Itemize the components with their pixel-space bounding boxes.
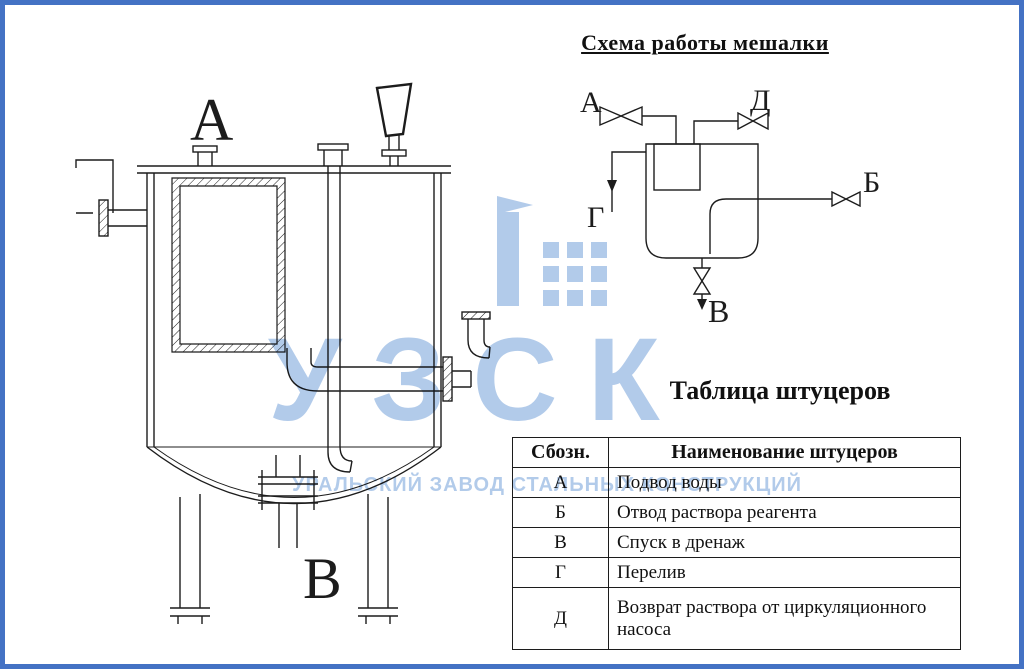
fitting-code: А: [512, 467, 609, 498]
side-nozzle-left: [98, 199, 147, 237]
table-row: А Подвод воды: [512, 467, 961, 498]
fitting-code: В: [512, 527, 609, 558]
fitting-code: Д: [512, 587, 609, 650]
vessel-body: [137, 165, 451, 505]
top-nozzle-middle: [317, 143, 349, 166]
fittings-table: Сбозн. Наименование штуцеров А Подвод во…: [512, 437, 961, 650]
schematic-label-d: Д: [750, 84, 770, 117]
drawing-labels: А В А Д Б Г В: [190, 84, 880, 611]
inner-jacket: [171, 177, 286, 353]
top-cone-fitting: [375, 82, 413, 166]
fitting-name: Подвод воды: [608, 467, 961, 498]
schematic-label-v: В: [708, 293, 729, 329]
upper-elbow-fitting: [461, 311, 491, 359]
fitting-code: Б: [512, 497, 609, 528]
fitting-name: Спуск в дренаж: [608, 527, 961, 558]
table-row: Б Отвод раствора реагента: [512, 497, 961, 528]
fitting-name: Перелив: [608, 557, 961, 588]
schematic-label-g: Г: [587, 201, 604, 234]
fitting-name: Отвод раствора реагента: [608, 497, 961, 528]
col-header-name: Наименование штуцеров: [608, 437, 961, 468]
table-row: Д Возврат раствора от циркуляционного на…: [512, 587, 961, 650]
table-row: Г Перелив: [512, 557, 961, 588]
schematic-label-a: А: [580, 86, 602, 119]
table-row: В Спуск в дренаж: [512, 527, 961, 558]
bottom-drain: [258, 455, 318, 548]
fittings-table-title: Таблица штуцеров: [669, 376, 891, 405]
fitting-name: Возврат раствора от циркуляционного насо…: [608, 587, 961, 650]
dip-pipe: [327, 166, 353, 473]
vessel-label-a: А: [190, 87, 233, 153]
support-bracket: [75, 159, 114, 214]
fitting-code: Г: [512, 557, 609, 588]
flow-schematic: [599, 105, 861, 310]
outlet-pipe: [286, 348, 472, 402]
vessel-legs: [170, 494, 398, 624]
col-header-code: Сбозн.: [512, 437, 609, 468]
table-header-row: Сбозн. Наименование штуцеров: [512, 437, 961, 468]
vessel-label-v: В: [303, 546, 342, 611]
top-nozzle-left: [192, 145, 218, 166]
scheme-title: Схема работы мешалки: [581, 30, 829, 55]
schematic-label-b: Б: [863, 166, 880, 199]
